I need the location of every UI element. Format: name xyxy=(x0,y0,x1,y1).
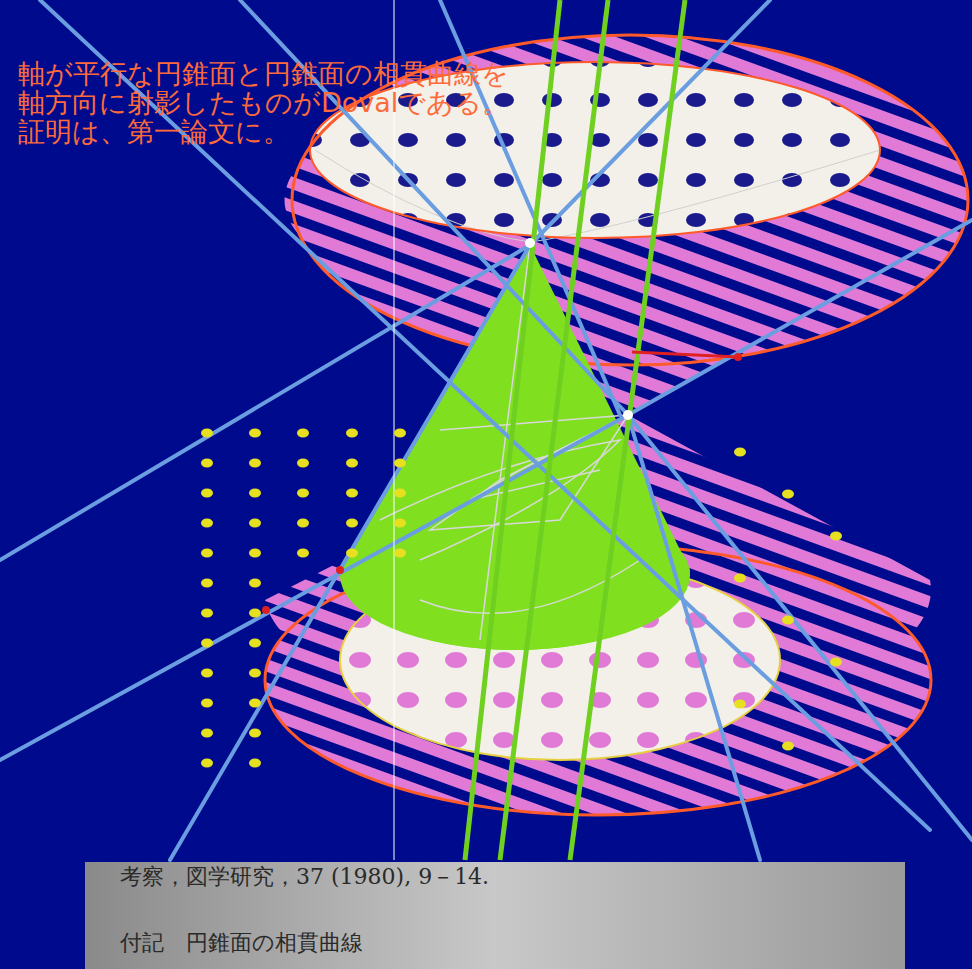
paper-text: 付記 円錐面の相貫曲線 xyxy=(120,932,363,954)
note-text: 軸方向に射影したものがDovalである。 xyxy=(18,89,509,116)
reference-text: 考察，図学研究，37 (1980), 9－14. xyxy=(120,866,489,888)
note-text: 証明は、第一論文に。 xyxy=(18,118,290,145)
note-text: 軸が平行な円錐面と円錐面の相貫曲線を xyxy=(18,60,509,87)
